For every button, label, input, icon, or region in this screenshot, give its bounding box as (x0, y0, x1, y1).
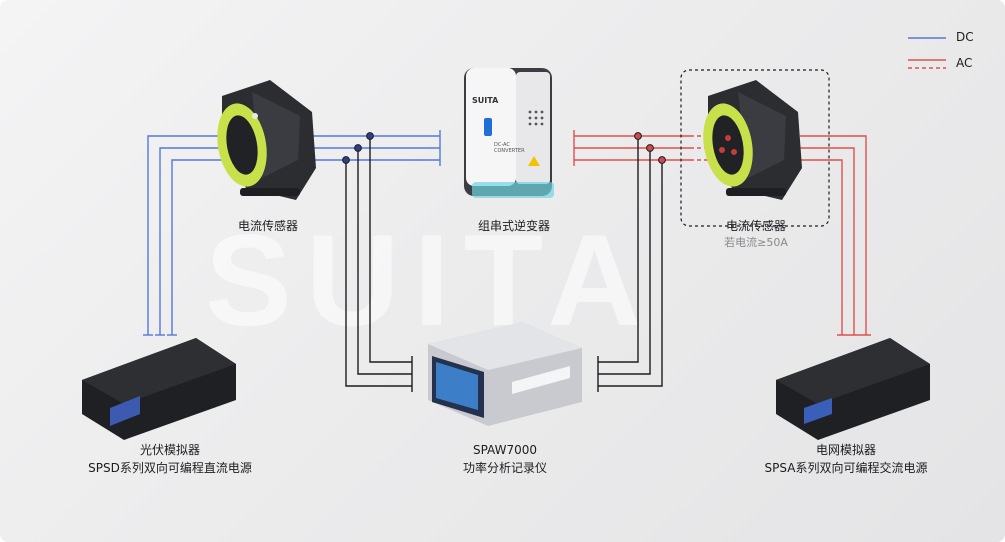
grid-simulator-name: 电网模拟器 (815, 443, 876, 457)
grid-simulator-model: SPSA系列双向可编程交流电源 (764, 461, 928, 475)
right-current-sensor-icon (703, 80, 802, 200)
legend-dc-label: DC (956, 30, 974, 44)
left-current-sensor-icon (217, 80, 316, 200)
inverter-panel-text: DC-AC CONVERTER (494, 142, 525, 154)
left-sensor-label: 电流传感器 (237, 219, 298, 233)
dc-measure-wires (345, 136, 413, 392)
optional-sensor-box (680, 69, 830, 227)
grid-simulator-label: 电网模拟器 SPSA系列双向可编程交流电源 (746, 441, 946, 477)
dc-wires (143, 130, 441, 336)
inverter-brand: SUITA (472, 96, 499, 105)
watermark: SUITA (205, 207, 656, 353)
legend-ac-label: AC (956, 56, 973, 70)
ac-measure-wires (597, 136, 663, 392)
dc-tap-dots (342, 132, 374, 164)
analyzer-name: 功率分析记录仪 (462, 461, 547, 475)
pv-simulator-label: 光伏模拟器 SPSD系列双向可编程直流电源 (70, 441, 270, 477)
right-sensor-label: 电流传感器 (725, 219, 786, 233)
analyzer-model: SPAW7000 (472, 443, 538, 457)
pv-simulator-name: 光伏模拟器 (139, 443, 200, 457)
pv-simulator-icon (82, 338, 236, 440)
grid-simulator-icon (776, 338, 930, 440)
inverter-label: 组串式逆变器 (477, 219, 550, 233)
string-inverter-icon (464, 68, 554, 198)
power-analyzer-icon (428, 322, 582, 426)
right-sensor-note: 若电流≥50A (724, 236, 788, 249)
pv-simulator-model: SPSD系列双向可编程直流电源 (88, 461, 252, 475)
analyzer-label: SPAW7000 功率分析记录仪 (430, 441, 580, 477)
ac-tap-dots (634, 132, 666, 164)
legend-lines (908, 37, 946, 69)
